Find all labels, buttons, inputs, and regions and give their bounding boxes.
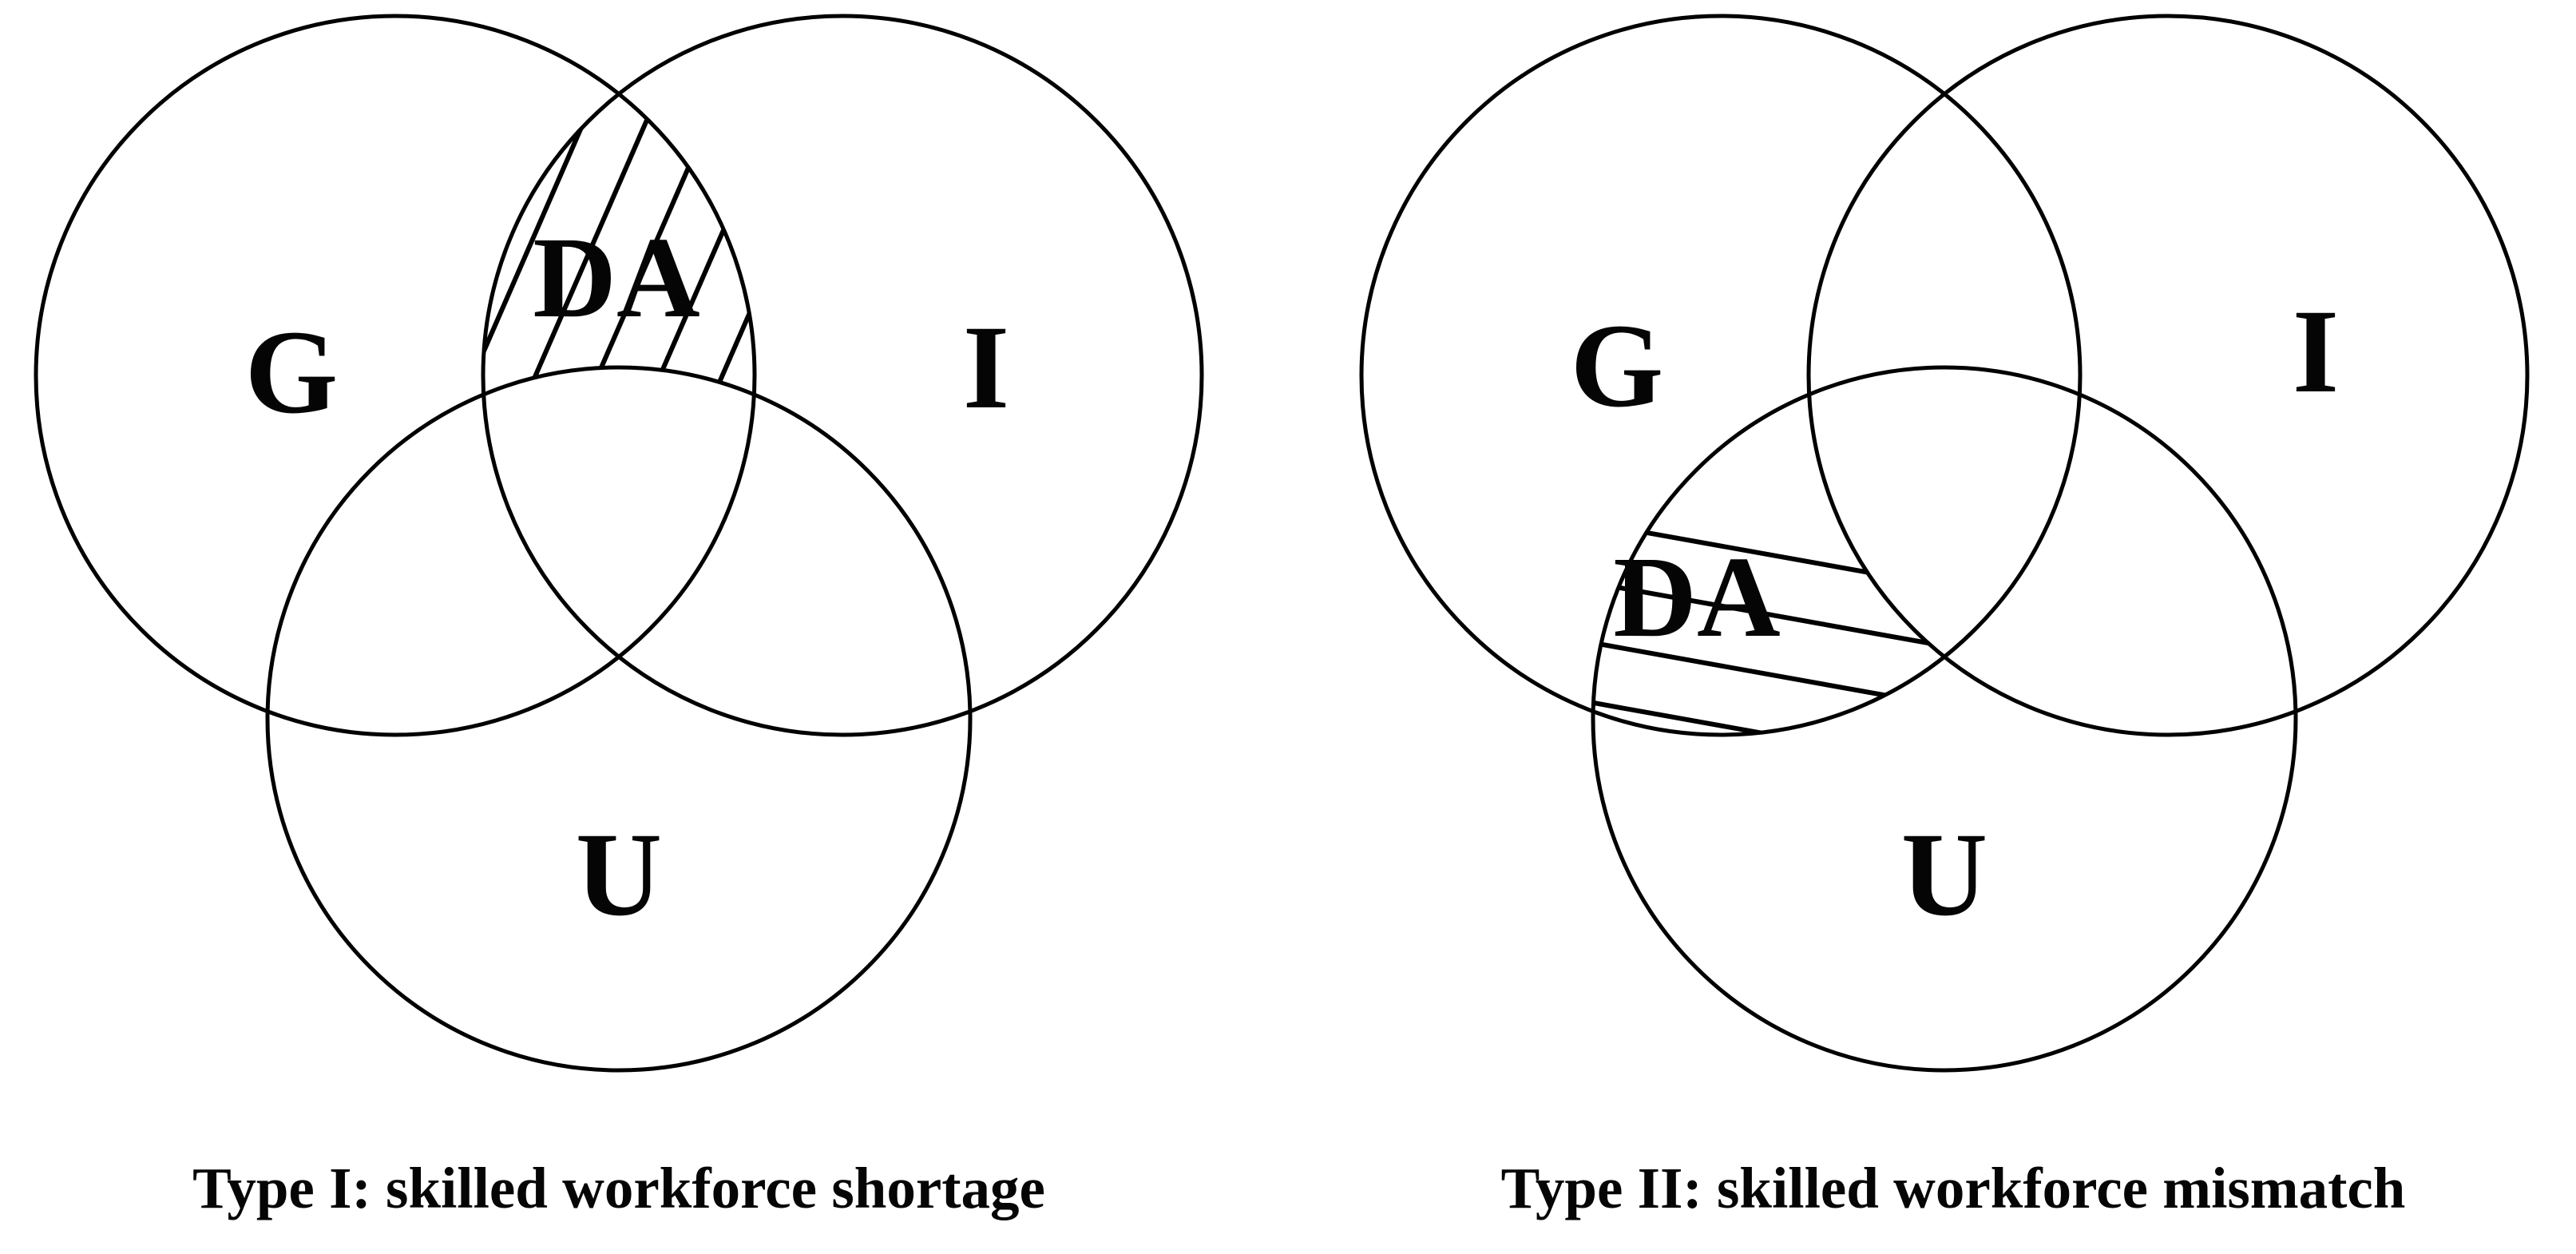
da-label-type2: DA: [1613, 534, 1780, 661]
set-label-u-type2: U: [1901, 808, 1987, 941]
venn-circle-i-type1: [481, 14, 1204, 737]
i-disc-mask-type2: [1809, 16, 2527, 735]
venn-circle-u-type2: [1591, 365, 2298, 1073]
venn-circle-i-type2: [1806, 14, 2530, 737]
set-label-g-type1: G: [245, 306, 339, 439]
u-disc-mask-type1: [268, 367, 970, 1070]
caption-type1: Type I: skilled workforce shortage: [192, 1156, 1045, 1220]
set-label-i-type1: I: [963, 301, 1009, 434]
venn-circle-g-type2: [1359, 14, 2083, 737]
set-label-i-type2: I: [2293, 285, 2339, 418]
set-label-g-type2: G: [1571, 300, 1664, 432]
caption-type2: Type II: skilled workforce mismatch: [1501, 1156, 2406, 1220]
da-label-type1: DA: [533, 214, 699, 342]
venn-circle-g-type1: [34, 14, 757, 737]
set-label-u-type1: U: [576, 808, 662, 941]
venn-circle-u-type1: [265, 365, 973, 1073]
